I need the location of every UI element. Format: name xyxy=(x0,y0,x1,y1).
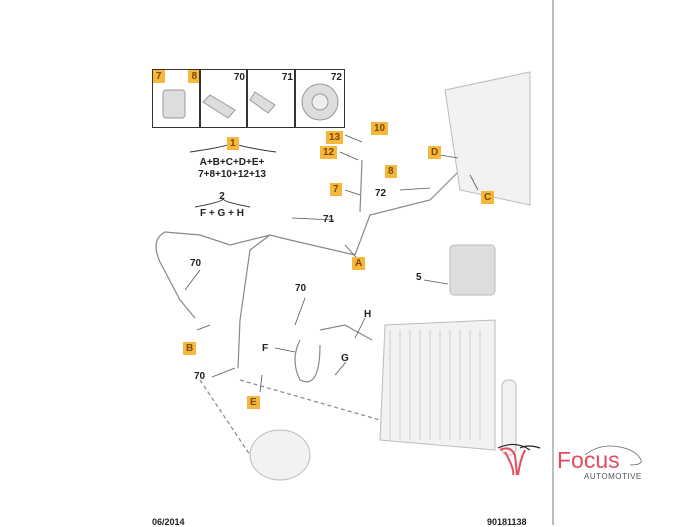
kit-1-line1: A+B+C+D+E+ xyxy=(199,157,265,168)
part-box-72: 72 xyxy=(294,69,345,128)
kit-tag-1: 1 xyxy=(227,137,239,150)
logo-text: Focus xyxy=(557,447,620,473)
callout: 8 xyxy=(385,165,397,178)
kit-2-number: 2 xyxy=(219,191,225,202)
part-box-70: 70 xyxy=(199,69,248,128)
part-box-7-8: 7 8 xyxy=(152,69,201,128)
diagram-reference: 90181138 xyxy=(487,517,527,527)
part-box-71: 71 xyxy=(246,69,296,128)
kit-1-line2: 7+8+10+12+13 xyxy=(198,169,266,180)
callout: F xyxy=(262,343,269,354)
part-number: 71 xyxy=(281,72,293,83)
diagram-date: 06/2014 xyxy=(152,517,185,527)
callout: 70 xyxy=(194,371,206,382)
callout: G xyxy=(341,353,349,364)
callout: E xyxy=(247,396,260,409)
callout: 5 xyxy=(416,272,422,283)
part-tag: 7 xyxy=(153,70,165,83)
callout: 72 xyxy=(375,188,387,199)
callout: 13 xyxy=(326,131,344,144)
callout: 10 xyxy=(371,122,389,135)
part-number: 70 xyxy=(233,72,245,83)
callout: B xyxy=(183,342,197,355)
box-icons xyxy=(162,83,339,121)
callout: 70 xyxy=(190,258,202,269)
page-divider xyxy=(552,0,554,525)
kit-2-line1: F + G + H xyxy=(200,208,244,219)
callout: H xyxy=(364,309,372,320)
callout: 12 xyxy=(320,146,338,159)
callout: A xyxy=(352,257,366,270)
callout: D xyxy=(428,146,442,159)
callout: 71 xyxy=(323,214,335,225)
part-tag: 8 xyxy=(188,70,200,83)
callout: 70 xyxy=(295,283,307,294)
part-number: 72 xyxy=(330,72,342,83)
callout: C xyxy=(481,191,495,204)
callout: 7 xyxy=(330,183,342,196)
logo-subtitle: AUTOMOTIVE xyxy=(584,472,642,481)
